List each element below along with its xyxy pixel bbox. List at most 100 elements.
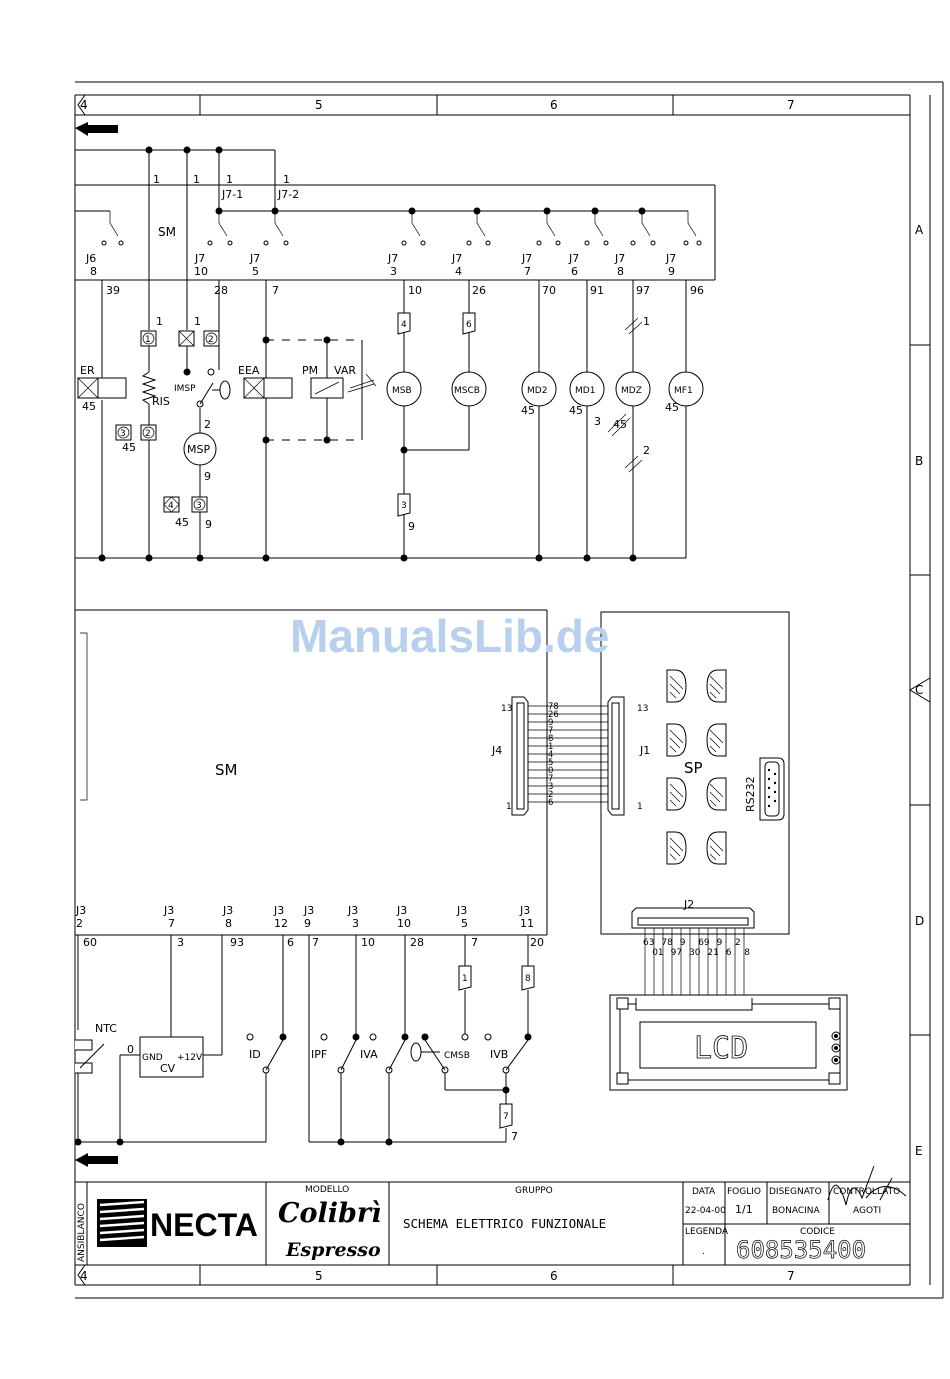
power-wiring-top bbox=[75, 149, 716, 330]
continuation-arrow-icon bbox=[75, 1153, 118, 1167]
jack-pin: 8 bbox=[90, 265, 97, 278]
terminal-number: 4 bbox=[168, 501, 174, 511]
model-name: Colibrì bbox=[278, 1198, 381, 1229]
harness-wire-number: 2 bbox=[735, 938, 741, 948]
harness-wire-number: 21 bbox=[707, 948, 718, 958]
harness-wire-number: 9 bbox=[717, 938, 723, 948]
ground-label: 45 bbox=[521, 404, 535, 417]
cv-label: CV bbox=[160, 1062, 176, 1075]
grid-col-6-bottom: 6 bbox=[550, 1269, 558, 1283]
legenda-value: . bbox=[702, 1247, 705, 1257]
j2-connector bbox=[631, 907, 755, 929]
j2-label: J2 bbox=[683, 898, 694, 911]
wire-number: 93 bbox=[230, 936, 244, 949]
wire-label: 2 bbox=[204, 418, 211, 431]
wire-tag-number: 8 bbox=[525, 974, 531, 984]
switch-label: IPF bbox=[311, 1048, 327, 1061]
resistor-icon bbox=[141, 371, 157, 405]
msp-label: MSP bbox=[187, 443, 210, 456]
wire-number: 70 bbox=[542, 284, 556, 297]
msp-motor bbox=[183, 432, 217, 466]
brand-name: NECTA bbox=[150, 1207, 258, 1243]
wire-label: 1 bbox=[193, 173, 200, 186]
title-block bbox=[75, 1181, 910, 1265]
sm-board-label: SM bbox=[158, 225, 176, 239]
wire-number: 39 bbox=[106, 284, 120, 297]
harness-wire-number: 69 bbox=[698, 938, 710, 948]
jack-pin: 5 bbox=[461, 917, 468, 930]
lcd-label: LCD bbox=[694, 1031, 748, 1066]
harness-wire-number: 78 bbox=[661, 938, 673, 948]
wire-number: 28 bbox=[410, 936, 424, 949]
jack-pin: 12 bbox=[274, 917, 288, 930]
foglio-value: 1/1 bbox=[735, 1203, 753, 1216]
rs232-label: RS232 bbox=[744, 776, 757, 812]
er-label: ER bbox=[80, 364, 95, 377]
harness-wire-number: 6 bbox=[726, 948, 732, 958]
wire-count: 3 bbox=[594, 415, 601, 428]
jack-label: J7 bbox=[614, 252, 625, 265]
top-connector-pins: J6 8 39 J7 10 28 J7 5 7 J7 3 10 J7 4 26 … bbox=[85, 252, 704, 297]
data-label: DATA bbox=[692, 1187, 716, 1197]
j4-label: J4 bbox=[491, 744, 502, 757]
terminal-number: 2 bbox=[208, 335, 214, 345]
harness-wire-number: 6 bbox=[548, 798, 553, 808]
jack-pin: 8 bbox=[617, 265, 624, 278]
grid-row-e: E bbox=[915, 1144, 923, 1158]
model-subname: Espresso bbox=[285, 1239, 381, 1261]
grid-col-4-top: 4 bbox=[80, 98, 88, 112]
motor-label: MSB bbox=[392, 386, 412, 396]
grid-col-5-top: 5 bbox=[315, 98, 323, 112]
imsp-label: IMSP bbox=[174, 384, 196, 394]
motor-label: MF1 bbox=[674, 386, 693, 396]
drawing-frame bbox=[74, 81, 944, 1299]
wire-tags bbox=[397, 312, 476, 517]
harness-wire-number: 9 bbox=[548, 718, 553, 728]
jack-pin: 9 bbox=[668, 265, 675, 278]
pm-coil bbox=[310, 377, 344, 399]
data-value: 22-04-00 bbox=[685, 1206, 726, 1216]
wire-tag-number: 3 bbox=[401, 501, 407, 511]
wire-tag-number: 1 bbox=[462, 974, 468, 984]
imsp-switch bbox=[196, 368, 231, 408]
md1-motor bbox=[569, 371, 605, 407]
wire-number: 3 bbox=[177, 936, 184, 949]
mf1-motor bbox=[668, 371, 704, 407]
wire-number: 60 bbox=[83, 936, 97, 949]
terminal-blocks bbox=[115, 330, 220, 513]
jack-label: J3 bbox=[303, 904, 314, 917]
jack-label: J7 bbox=[387, 252, 398, 265]
motors bbox=[386, 371, 704, 407]
wire-count: 1 bbox=[643, 315, 650, 328]
jack-pin: 9 bbox=[304, 917, 311, 930]
jack-label: J3 bbox=[347, 904, 358, 917]
pin-1-label: 1 bbox=[637, 802, 643, 812]
grid-col-5-bottom: 5 bbox=[315, 1269, 323, 1283]
controllato-label: CONTROLLATO bbox=[833, 1187, 900, 1197]
wire-label: 1 bbox=[226, 173, 233, 186]
jack-label: J3 bbox=[396, 904, 407, 917]
harness-wire-number: 4 bbox=[548, 750, 553, 760]
bottom-connector-pins: J3 2 60 J3 7 3 J3 8 93 J3 12 6 J3 9 7 J3… bbox=[75, 904, 544, 949]
ntc-label: NTC bbox=[95, 1022, 117, 1035]
codice-value: 608535400 bbox=[736, 1236, 866, 1264]
jack-label: J3 bbox=[273, 904, 284, 917]
jack-pin: 4 bbox=[455, 265, 462, 278]
wire-tag-number: 4 bbox=[401, 320, 407, 330]
sm-board-outline bbox=[75, 609, 548, 936]
switch-label: CMSB bbox=[444, 1051, 470, 1061]
disegnato-value: BONACINA bbox=[772, 1206, 821, 1216]
harness-wire-number: 30 bbox=[689, 948, 701, 958]
ground-label: 45 bbox=[122, 441, 136, 454]
jack-label: J7 bbox=[521, 252, 532, 265]
wire-tag-number: 6 bbox=[466, 320, 472, 330]
harness-wire-number: 01 bbox=[652, 948, 663, 958]
jack-label: J7 bbox=[451, 252, 462, 265]
disegnato-label: DISEGNATO bbox=[769, 1187, 822, 1197]
jack-label: J6 bbox=[85, 252, 96, 265]
cv-regulator bbox=[139, 1036, 204, 1078]
ground-label: 45 bbox=[613, 418, 627, 431]
eea-coil bbox=[243, 377, 293, 399]
motor-label: MSCB bbox=[454, 386, 480, 396]
